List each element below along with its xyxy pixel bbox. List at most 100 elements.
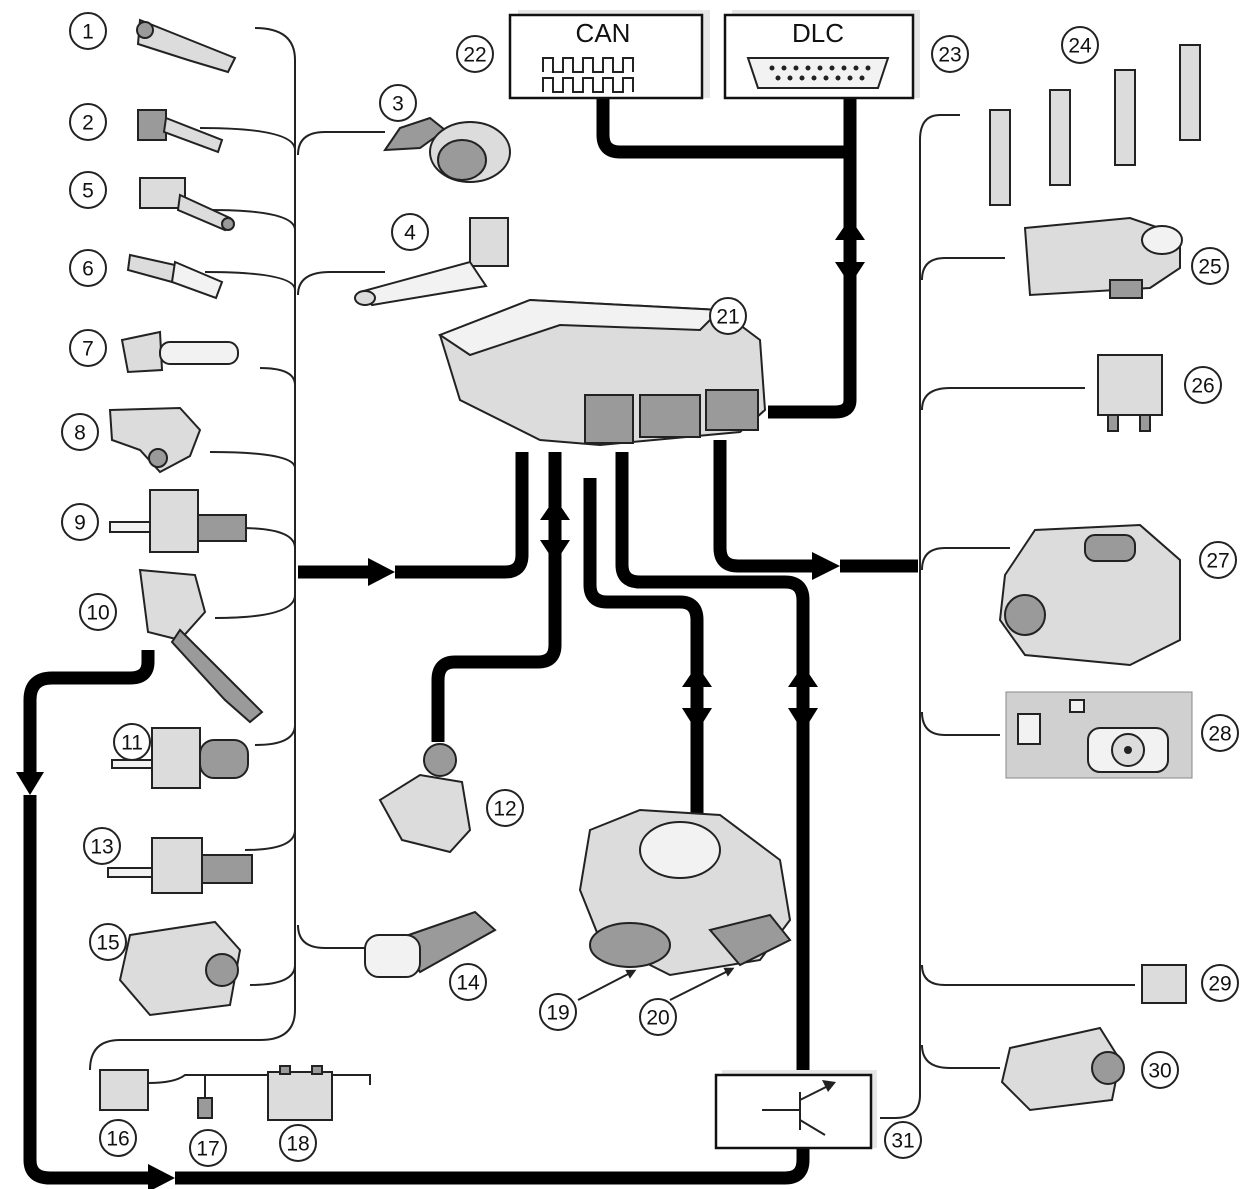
can-box: CAN xyxy=(510,10,710,98)
svg-text:17: 17 xyxy=(196,1138,219,1161)
part-4 xyxy=(355,218,508,305)
wire-16-17 xyxy=(148,1075,205,1100)
callout-15: 15 xyxy=(90,924,126,960)
part-8 xyxy=(110,408,200,472)
callout-28: 28 xyxy=(1202,715,1238,751)
part-13 xyxy=(108,838,252,893)
callout-12: 12 xyxy=(487,790,523,826)
callout-13: 13 xyxy=(84,828,120,864)
box-31 xyxy=(716,1070,877,1148)
svg-text:23: 23 xyxy=(938,44,961,67)
callout-1: 1 xyxy=(70,13,106,49)
pointer-19 xyxy=(578,972,632,1000)
svg-text:18: 18 xyxy=(286,1133,309,1156)
wire-7 xyxy=(260,368,295,385)
callout-6: 6 xyxy=(70,250,106,286)
svg-text:1: 1 xyxy=(82,21,94,44)
arrow-12-down xyxy=(540,540,570,563)
wire-3 xyxy=(298,132,385,155)
part-7 xyxy=(122,332,238,372)
arrow-31-down xyxy=(788,708,818,732)
wire-10 xyxy=(215,595,295,618)
wire-25 xyxy=(922,258,1005,280)
svg-text:28: 28 xyxy=(1208,723,1231,746)
callout-19: 19 xyxy=(540,994,576,1030)
svg-text:22: 22 xyxy=(463,44,486,67)
callout-17: 17 xyxy=(190,1130,226,1166)
dlc-label: DLC xyxy=(792,18,844,48)
svg-text:19: 19 xyxy=(546,1002,569,1025)
svg-text:2: 2 xyxy=(82,112,94,135)
part-10 xyxy=(140,570,262,722)
svg-text:14: 14 xyxy=(456,972,480,995)
dlc-box: DLC xyxy=(725,10,920,98)
arrow-31-up xyxy=(788,665,818,687)
wire-18-ground xyxy=(330,1075,370,1085)
part-15 xyxy=(120,922,240,1015)
callout-18: 18 xyxy=(280,1125,316,1161)
callout-11: 11 xyxy=(114,724,150,760)
callout-2: 2 xyxy=(70,104,106,140)
callout-27: 27 xyxy=(1200,542,1236,578)
part-29 xyxy=(1142,965,1186,1003)
loop-arrow-down xyxy=(16,772,44,795)
wire-15 xyxy=(250,965,295,985)
part-2 xyxy=(138,110,222,152)
callout-8: 8 xyxy=(62,414,98,450)
callout-16: 16 xyxy=(100,1120,136,1156)
part-16 xyxy=(100,1070,148,1110)
callout-31: 31 xyxy=(885,1122,921,1158)
svg-text:31: 31 xyxy=(891,1130,914,1153)
part-30 xyxy=(1002,1028,1124,1110)
callout-30: 30 xyxy=(1142,1052,1178,1088)
svg-text:29: 29 xyxy=(1208,973,1231,996)
part-6 xyxy=(128,255,222,298)
svg-text:27: 27 xyxy=(1206,550,1229,573)
output-arrow xyxy=(812,552,840,580)
arrow-12-up xyxy=(540,498,570,520)
svg-text:21: 21 xyxy=(716,306,739,329)
callout-20: 20 xyxy=(640,999,676,1035)
callout-7: 7 xyxy=(70,330,106,366)
wire-11 xyxy=(255,725,295,745)
svg-text:11: 11 xyxy=(121,732,143,755)
svg-text:9: 9 xyxy=(74,512,86,535)
callout-10: 10 xyxy=(80,594,116,630)
dlc-bus xyxy=(768,98,850,412)
svg-text:3: 3 xyxy=(392,93,404,116)
part-17 xyxy=(198,1098,212,1118)
wire-14 xyxy=(298,925,375,948)
svg-text:24: 24 xyxy=(1068,35,1092,58)
callout-4: 4 xyxy=(392,214,428,250)
callout-22: 22 xyxy=(457,36,493,72)
svg-text:20: 20 xyxy=(646,1007,669,1030)
input-bus-b xyxy=(395,452,522,572)
part-3 xyxy=(385,118,510,182)
callout-3: 3 xyxy=(380,85,416,121)
callout-29: 29 xyxy=(1202,965,1238,1001)
part-5 xyxy=(140,178,234,230)
part-25 xyxy=(1025,218,1182,298)
arrow-19-down xyxy=(682,708,712,732)
svg-text:10: 10 xyxy=(86,602,109,625)
callout-24: 24 xyxy=(1062,27,1098,63)
svg-text:4: 4 xyxy=(404,222,416,245)
callout-21: 21 xyxy=(710,298,746,334)
svg-text:16: 16 xyxy=(106,1128,129,1151)
callout-26: 26 xyxy=(1185,367,1221,403)
dlc-arrow-up xyxy=(835,218,865,240)
svg-text:26: 26 xyxy=(1191,375,1214,398)
input-arrow-1 xyxy=(368,558,395,586)
callout-25: 25 xyxy=(1192,248,1228,284)
wire-28 xyxy=(922,712,1000,735)
bus-31 xyxy=(622,452,803,1070)
svg-text:7: 7 xyxy=(82,338,94,361)
relay-icon xyxy=(1018,714,1040,744)
svg-text:15: 15 xyxy=(96,932,119,955)
svg-text:5: 5 xyxy=(82,180,94,203)
svg-text:8: 8 xyxy=(74,422,86,445)
output-bus-a xyxy=(720,440,815,566)
bus-12 xyxy=(438,452,555,742)
